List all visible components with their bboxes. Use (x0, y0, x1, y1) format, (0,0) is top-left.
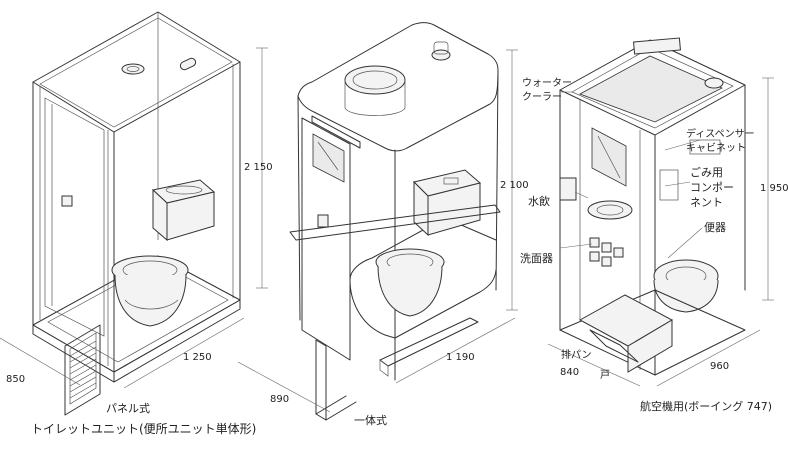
label-drain: 排パン (561, 348, 592, 361)
toilet-bowl (111, 255, 189, 327)
label-trash-2: コンポー (690, 181, 734, 194)
label-water-cooler-1: ウォーター (522, 77, 572, 89)
door-louver (69, 340, 97, 399)
panel-width-label: 1 250 (183, 352, 212, 363)
label-door: 戸 (600, 369, 610, 381)
main-caption: トイレットユニット(便所ユニット単体形) (31, 422, 256, 436)
aircraft-height-label: 1 950 (760, 183, 788, 194)
aircraft-caption: 航空機用(ボーイング 747) (640, 399, 772, 413)
labels: 2 150 1 250 850 パネル式 2 100 1 190 890 一体式… (6, 77, 788, 436)
label-dispenser-2: キャビネット (686, 142, 746, 154)
label-washbasin: 洗面器 (520, 252, 553, 265)
integral-tank (413, 169, 482, 237)
panel-depth-label: 850 (6, 374, 25, 385)
label-dispenser-1: ディスペンサー (686, 127, 755, 140)
toilet-tank (151, 179, 216, 242)
panel-type-unit (0, 11, 268, 416)
label-water-cooler-2: クーラー (522, 91, 562, 103)
label-toilet: 便器 (704, 221, 726, 234)
integral-width-label: 1 190 (446, 352, 475, 363)
panel-height-label: 2 150 (244, 162, 273, 173)
label-trash-3: ネント (690, 196, 723, 209)
aircraft-width-label: 960 (710, 361, 729, 372)
aircraft-depth-label: 840 (560, 367, 579, 378)
aircraft-unit (547, 37, 774, 387)
label-trash-1: ごみ用 (690, 165, 723, 179)
integral-type-unit (237, 22, 518, 421)
label-drinking: 水飲 (528, 194, 550, 208)
integral-depth-label: 890 (270, 394, 289, 405)
integral-caption: 一体式 (354, 413, 387, 427)
integral-height-label: 2 100 (500, 180, 529, 191)
panel-caption: パネル式 (106, 402, 150, 415)
